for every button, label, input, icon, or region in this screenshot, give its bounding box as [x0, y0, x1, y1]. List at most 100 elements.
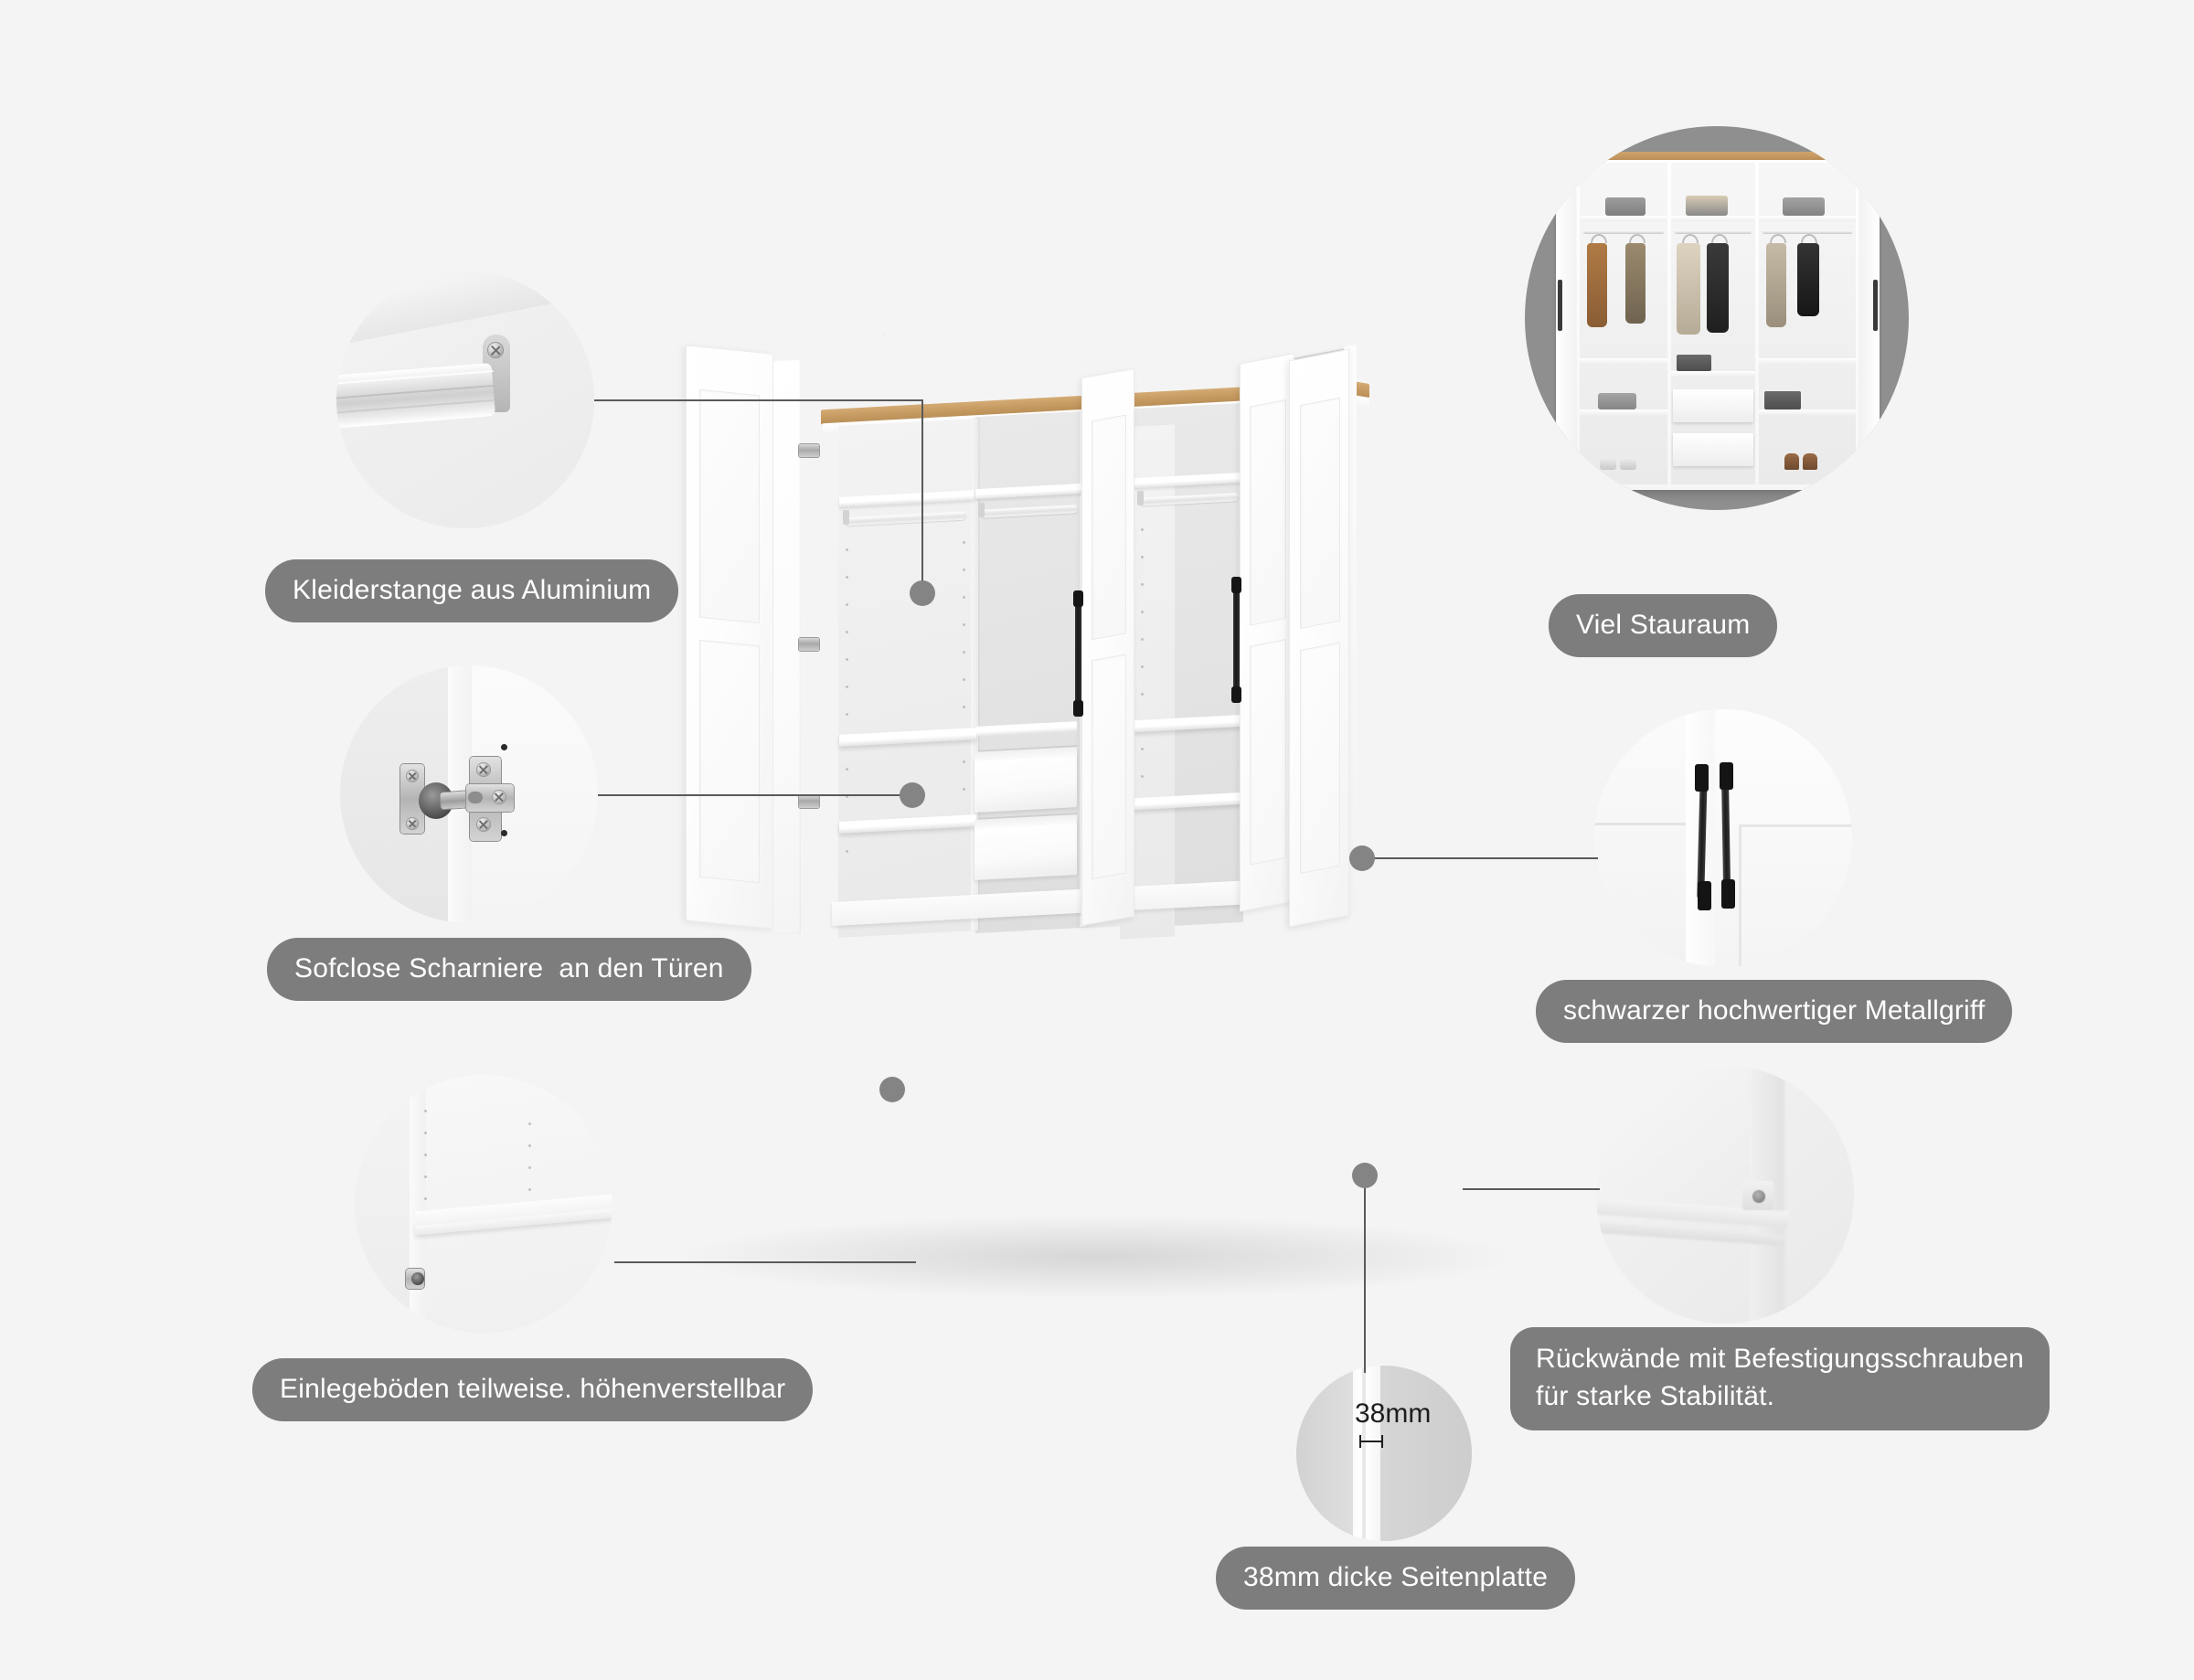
detail-circle-scharniere: [340, 665, 598, 923]
hinge-left-bottom: [799, 795, 819, 808]
connector-dot-1: [910, 580, 935, 606]
handle-right-center[interactable]: [1233, 579, 1240, 700]
handle-center[interactable]: [1075, 593, 1081, 714]
connector-line-2: [598, 794, 911, 796]
door-left-panel-bottom: [699, 639, 760, 884]
mini-drawer-2: [1673, 433, 1753, 466]
mini-shoe-3: [1784, 453, 1799, 470]
handle-center-cap-top: [1073, 590, 1083, 607]
label-seitenplatte: 38mm dicke Seitenplatte: [1216, 1547, 1576, 1611]
door-left-open[interactable]: [686, 345, 773, 930]
connector-dot-3: [879, 1077, 905, 1102]
mini-folded-clothes-3: [1783, 197, 1825, 216]
label-rueckwaende-line2: für starke Stabilität.: [1536, 1381, 1775, 1412]
label-scharniere: Sofclose Scharniere an den Türen: [267, 938, 751, 1002]
fixing-screw-icon: [1752, 1190, 1765, 1203]
dimension-tick-right: [1381, 1435, 1383, 1448]
handle-center-cap-bottom: [1073, 700, 1083, 717]
hinge-left-top: [799, 444, 819, 457]
label-einlegeboeden: Einlegeböden teilweise. höhenverstellbar: [252, 1358, 814, 1422]
dimension-tick-left: [1359, 1435, 1361, 1448]
dimension-arrow-line: [1360, 1441, 1382, 1442]
peg-holes-3: [1141, 528, 1145, 839]
handle-right-center-cap-bottom: [1231, 686, 1241, 703]
mini-rail-1: [1583, 230, 1664, 234]
mini-shelf-low-1: [1580, 358, 1667, 364]
connector-line-3: [614, 1261, 916, 1263]
connector-line-7: [1364, 1179, 1366, 1373]
door-left-panel-top: [699, 388, 760, 624]
connector-line-1-h: [594, 399, 923, 401]
detail-circle-metallgriff: [1594, 709, 1852, 967]
mini-rail-3: [1763, 230, 1852, 234]
detail-circle-rueckwaende: [1596, 1066, 1854, 1324]
mini-shoe-4: [1803, 453, 1817, 470]
detail-circle-stauraum: [1525, 126, 1909, 510]
mini-hanging-garment-4: [1707, 243, 1729, 333]
door-far-right-panel-top: [1300, 397, 1340, 630]
connector-dot-7: [1352, 1163, 1378, 1188]
spacer: [883, 333, 885, 335]
door-left-inner-face: [773, 359, 801, 935]
detail-circle-einlegeboeden: [355, 1075, 612, 1333]
side-panel-thickness-icon: [1353, 1366, 1362, 1541]
mini-shelf-low-2: [1580, 409, 1667, 415]
label-metallgriff: schwarzer hochwertiger Metallgriff: [1536, 980, 2013, 1044]
mini-drawer-1: [1673, 389, 1753, 422]
mini-shelf-top-3: [1759, 216, 1856, 221]
label-stauraum: Viel Stauraum: [1549, 594, 1778, 658]
door-center-panel-top: [1092, 414, 1126, 641]
mini-hanging-garment-2: [1625, 243, 1646, 324]
screw-icon: [487, 342, 504, 358]
mini-folded-clothes-2: [1686, 196, 1728, 216]
mini-box-2: [1764, 391, 1801, 409]
rail-bracket-1: [843, 510, 849, 525]
connector-line-5: [1362, 857, 1598, 859]
mini-shelf-top-2: [1671, 216, 1755, 221]
dimension-label-38mm: 38mm: [1355, 1398, 1432, 1429]
mini-door-left: [1556, 161, 1576, 490]
rail-bracket-3: [1137, 491, 1144, 505]
mini-box-1: [1677, 355, 1711, 371]
mini-hanging-garment-6: [1797, 243, 1819, 316]
mini-hanging-garment-5: [1766, 243, 1786, 327]
mini-hanging-garment-1: [1587, 243, 1607, 327]
mini-handle-left: [1558, 280, 1562, 331]
label-rueckwaende: Rückwände mit Befestigungsschrauben für …: [1510, 1327, 2050, 1430]
rail-bracket-2: [978, 503, 985, 517]
connector-line-1-v: [921, 399, 923, 591]
mini-hanging-garment-3: [1677, 243, 1700, 335]
mini-shelf-low-5: [1671, 371, 1755, 377]
drawer-2[interactable]: [975, 820, 1077, 880]
mini-door-right: [1859, 161, 1880, 490]
label-rueckwaende-line1: Rückwände mit Befestigungsschrauben: [1536, 1344, 2024, 1374]
mini-folded-clothes-1: [1605, 197, 1646, 216]
connector-dot-2: [900, 782, 925, 808]
mini-shelf-top-1: [1580, 216, 1667, 221]
label-kleiderstange: Kleiderstange aus Aluminium: [265, 559, 679, 623]
connector-line-6: [1463, 1188, 1600, 1190]
product-shadow: [686, 1216, 1508, 1298]
detail-circle-kleiderstange: [336, 271, 594, 528]
mini-top-plate: [1572, 152, 1863, 160]
hinge-left-mid: [799, 638, 819, 651]
shelf-peg-holes-right: [528, 1122, 532, 1207]
handle-right-center-cap-top: [1231, 577, 1241, 593]
product-wardrobe-image: [686, 333, 1508, 1298]
door-center-open[interactable]: [1081, 367, 1134, 927]
door-far-right-panel-bottom: [1300, 642, 1340, 875]
mini-folded-clothes-4: [1598, 393, 1636, 409]
connector-dot-5: [1349, 845, 1375, 871]
door-far-right[interactable]: [1289, 348, 1349, 928]
mini-shoe-1: [1600, 457, 1616, 470]
side-panel-face-icon: [1296, 1366, 1353, 1541]
detail-circle-seitenplatte: 38mm: [1296, 1366, 1472, 1541]
mini-handle-right: [1873, 280, 1878, 331]
drawer-1[interactable]: [975, 752, 1077, 813]
shelf-peg-holes-left: [424, 1110, 428, 1217]
mini-shelf-low-3: [1759, 358, 1856, 364]
door-center-panel-bottom: [1092, 654, 1126, 880]
mini-rail-2: [1675, 230, 1752, 234]
mini-shelf-low-4: [1759, 409, 1856, 415]
